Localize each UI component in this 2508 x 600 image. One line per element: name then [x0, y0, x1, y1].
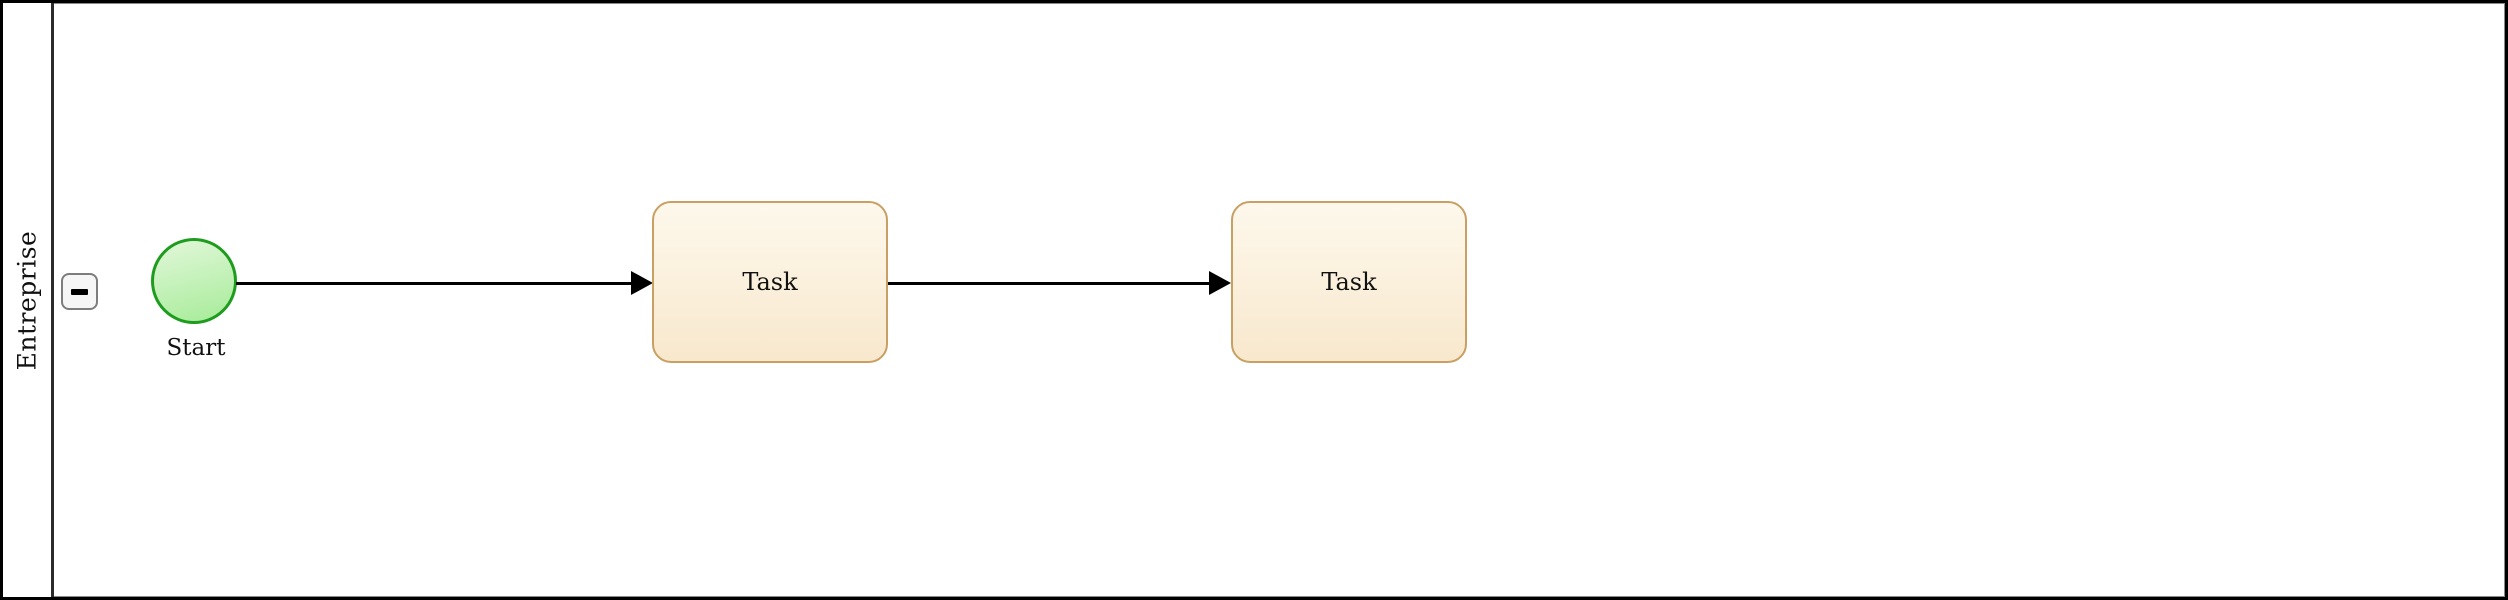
pool-label-band: Entreprise: [3, 3, 51, 597]
minus-icon: [71, 288, 88, 295]
task-2-label: Task: [1321, 268, 1377, 296]
pool-label: Entreprise: [12, 230, 42, 370]
start-event-label: Start: [166, 335, 226, 361]
pool-collapse-button[interactable]: [61, 273, 98, 310]
arrowhead-icon: [631, 271, 653, 295]
task-1-label: Task: [742, 268, 798, 296]
sequence-flow-2: [888, 282, 1210, 285]
pool-divider: [51, 3, 54, 597]
arrowhead-icon: [1209, 271, 1231, 295]
task-node-1[interactable]: Task: [652, 201, 888, 363]
task-node-2[interactable]: Task: [1231, 201, 1467, 363]
sequence-flow-1: [236, 282, 633, 285]
start-event-node[interactable]: [151, 238, 237, 324]
